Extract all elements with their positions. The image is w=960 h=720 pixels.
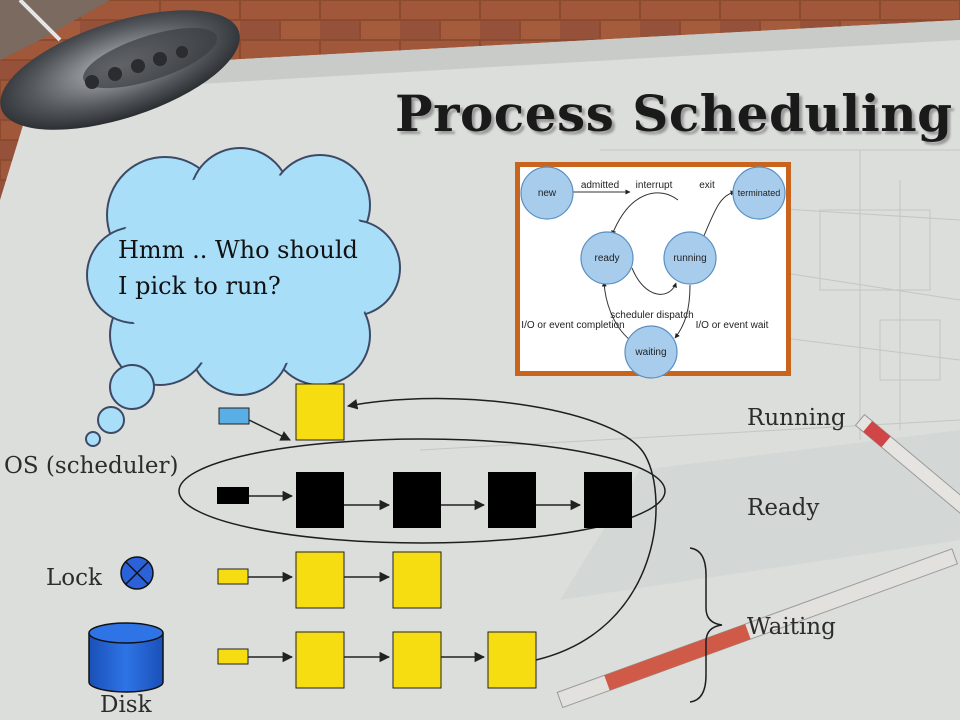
disk-process-3: [487, 631, 537, 689]
transition-interrupt-label: interrupt: [636, 180, 673, 191]
state-terminated-label: terminated: [738, 188, 781, 198]
disk-process-2: [392, 631, 442, 689]
arrow-interrupt: [611, 192, 679, 236]
disk-queue-head: [217, 648, 249, 665]
ready-label: Ready: [747, 495, 820, 521]
arrow-dispatch: [631, 267, 677, 295]
paper-edge: [40, 20, 960, 92]
waiting-label: Waiting: [747, 614, 836, 640]
lock-icon: [120, 556, 154, 590]
slide-title: Process Scheduling: [395, 84, 953, 143]
thought-text: Hmm .. Who should I pick to run?: [118, 232, 358, 304]
state-ready-label: ready: [594, 253, 619, 264]
thought-line-1: Hmm .. Who should: [118, 236, 358, 264]
ready-process-1: [296, 472, 344, 528]
state-ready-node: [580, 231, 634, 285]
state-waiting-label: waiting: [634, 347, 666, 358]
thought-cloud-fill: [113, 172, 377, 368]
transition-io-completion-label: I/O or event completion: [521, 320, 624, 331]
waiting-brace: [689, 547, 723, 703]
blueprint-lines: [419, 149, 960, 451]
disk-icon: [88, 622, 164, 693]
triangle-ruler: [560, 430, 960, 600]
lamp-image: [0, 0, 240, 130]
os-scheduler-label: OS (scheduler): [4, 453, 179, 479]
transition-admitted-label: admitted: [581, 180, 619, 191]
ready-process-4: [584, 472, 632, 528]
ready-process-3: [488, 472, 536, 528]
arrow-exit: [702, 190, 736, 239]
lock-label: Lock: [46, 565, 102, 591]
state-terminated-node: [732, 166, 786, 220]
pencil-bottom: [556, 548, 959, 709]
thought-bubble-medium: [97, 406, 125, 434]
transition-exit-label: exit: [699, 180, 715, 191]
disk-label: Disk: [100, 692, 152, 718]
pencil-right: [854, 413, 960, 517]
ready-process-2: [393, 472, 441, 528]
cpu-pointer: [218, 407, 250, 425]
thought-line-2: I pick to run?: [118, 272, 281, 300]
state-new-node: [520, 166, 574, 220]
lock-process-2: [392, 551, 442, 609]
state-new-label: new: [538, 188, 557, 199]
process-state-diagram: new ready running waiting terminated adm…: [515, 162, 791, 379]
disk-process-1: [295, 631, 345, 689]
state-waiting-node: [624, 325, 678, 379]
thought-cloud: [85, 147, 401, 447]
lock-process-1: [295, 551, 345, 609]
ready-queue-ellipse: [178, 438, 666, 544]
wait-to-running-arrow: [346, 397, 657, 661]
arrow-io-wait: [674, 284, 691, 339]
state-running-node: [663, 231, 717, 285]
lock-queue-head: [217, 568, 249, 585]
running-label: Running: [747, 405, 846, 431]
state-running-label: running: [673, 253, 706, 264]
transition-dispatch-label: scheduler dispatch: [610, 310, 693, 321]
thought-bubble-large: [109, 364, 155, 410]
transition-io-wait-label: I/O or event wait: [696, 320, 769, 331]
cpu-to-process-arrow: [248, 419, 291, 441]
running-process: [295, 383, 345, 441]
ready-queue-head: [217, 487, 249, 504]
arrow-io-completion: [601, 281, 631, 341]
thought-bubble-small: [85, 431, 101, 447]
